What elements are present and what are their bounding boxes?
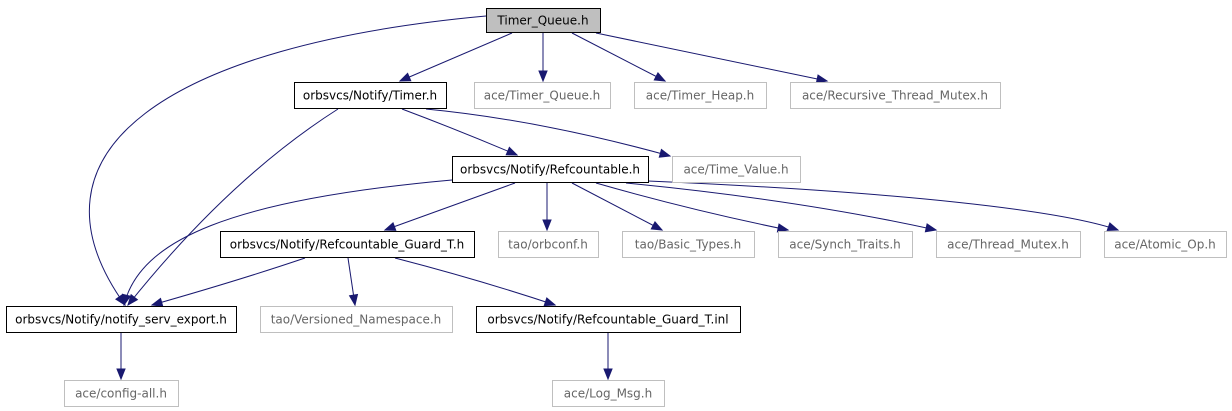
arrowhead-notify-refcountable-guard-t-h-to-notify-refcountable-guard-t-inl xyxy=(543,297,557,307)
node-label: ace/Synch_Traits.h xyxy=(789,238,900,252)
node-box xyxy=(790,82,1001,109)
node-box xyxy=(486,8,601,33)
node-label: ace/Timer_Heap.h xyxy=(646,89,754,103)
edge-notify-refcountable-h-to-tao-basic-types-h xyxy=(571,182,663,231)
edge-notify-timer-h-to-notify-serv-export-h xyxy=(127,108,339,306)
edge-timer-queue-h-to-notify-serv-export-h xyxy=(88,15,487,306)
arrowhead-notify-refcountable-h-to-ace-thread-mutex-h xyxy=(924,223,938,233)
edge-notify-timer-h-to-ace-time-value-h xyxy=(425,108,671,157)
arrowhead-notify-refcountable-h-to-notify-refcountable-guard-t-h xyxy=(383,221,397,231)
edge-timer-queue-h-to-notify-timer-h xyxy=(399,32,513,82)
node-label: ace/Atomic_Op.h xyxy=(1114,238,1216,252)
edge-notify-refcountable-h-to-notify-refcountable-guard-t-h xyxy=(384,182,516,231)
node-notify-refcountable-guard-t-inl[interactable]: orbsvcs/Notify/Refcountable_Guard_T.inl xyxy=(476,306,741,333)
node-label: orbsvcs/Notify/Timer.h xyxy=(303,89,437,103)
node-label: tao/Versioned_Namespace.h xyxy=(271,313,442,327)
node-label: orbsvcs/Notify/Refcountable_Guard_T.h xyxy=(230,238,465,252)
node-label: orbsvcs/Notify/Refcountable.h xyxy=(460,163,640,177)
node-notify-serv-export-h[interactable]: orbsvcs/Notify/notify_serv_export.h xyxy=(6,306,237,333)
node-ace-timer-queue-h: ace/Timer_Queue.h xyxy=(474,82,611,109)
node-box xyxy=(260,306,453,333)
node-ace-recursive-thread-mutex-h: ace/Recursive_Thread_Mutex.h xyxy=(790,82,1001,109)
node-ace-log-msg-h: ace/Log_Msg.h xyxy=(552,380,665,407)
arrowhead-notify-refcountable-guard-t-inl-to-ace-log-msg-h xyxy=(603,368,613,381)
edge-notify-refcountable-guard-t-h-to-notify-serv-export-h xyxy=(151,257,306,306)
node-label: ace/Time_Value.h xyxy=(683,163,788,177)
node-box xyxy=(294,82,447,109)
node-box xyxy=(220,231,475,258)
node-box xyxy=(452,156,649,183)
node-label: tao/Basic_Types.h xyxy=(635,238,741,252)
node-box xyxy=(672,156,801,183)
node-tao-basic-types-h: tao/Basic_Types.h xyxy=(622,231,755,258)
node-box xyxy=(476,306,741,333)
arrowhead-notify-refcountable-h-to-ace-atomic-op-h xyxy=(1106,222,1120,232)
edge-notify-refcountable-h-to-ace-thread-mutex-h xyxy=(625,182,937,231)
arrowhead-notify-refcountable-h-to-tao-basic-types-h xyxy=(650,220,664,231)
node-box xyxy=(6,306,237,333)
arrowhead-notify-refcountable-h-to-ace-synch-traits-h xyxy=(776,223,790,233)
arrowhead-notify-timer-h-to-ace-time-value-h xyxy=(658,148,672,158)
node-label: Timer_Queue.h xyxy=(496,14,588,28)
edge-notify-refcountable-h-to-notify-serv-export-h xyxy=(123,179,453,306)
node-tao-versioned-namespace-h: tao/Versioned_Namespace.h xyxy=(260,306,453,333)
node-label: tao/orbconf.h xyxy=(508,238,588,252)
node-box xyxy=(64,380,179,407)
edge-notify-refcountable-h-to-ace-atomic-op-h xyxy=(647,180,1119,231)
node-label: ace/config-all.h xyxy=(75,387,167,401)
arrowhead-notify-refcountable-h-to-notify-serv-export-h xyxy=(121,293,132,307)
node-notify-timer-h[interactable]: orbsvcs/Notify/Timer.h xyxy=(294,82,447,109)
arrowhead-notify-refcountable-guard-t-h-to-tao-versioned-namespace-h xyxy=(348,293,359,307)
nodes-layer: Timer_Queue.h orbsvcs/Notify/Timer.h ace/T… xyxy=(6,8,1227,407)
node-label: ace/Log_Msg.h xyxy=(564,387,652,401)
arrowhead-timer-queue-h-to-ace-timer-queue-h xyxy=(538,70,548,83)
node-timer-queue-h[interactable]: Timer_Queue.h xyxy=(486,8,601,33)
node-box xyxy=(634,82,767,109)
node-notify-refcountable-guard-t-h[interactable]: orbsvcs/Notify/Refcountable_Guard_T.h xyxy=(220,231,475,258)
node-box xyxy=(1104,231,1227,258)
node-box xyxy=(474,82,611,109)
node-label: ace/Recursive_Thread_Mutex.h xyxy=(802,89,988,103)
node-ace-time-value-h: ace/Time_Value.h xyxy=(672,156,801,183)
arrowhead-timer-queue-h-to-notify-timer-h xyxy=(398,72,412,82)
node-box xyxy=(622,231,755,258)
node-ace-thread-mutex-h: ace/Thread_Mutex.h xyxy=(936,231,1081,258)
node-ace-config-all-h: ace/config-all.h xyxy=(64,380,179,407)
arrowhead-notify-timer-h-to-notify-serv-export-h xyxy=(127,293,139,307)
arrowhead-timer-queue-h-to-ace-timer-heap-h xyxy=(653,71,667,82)
node-ace-timer-heap-h: ace/Timer_Heap.h xyxy=(634,82,767,109)
edge-timer-queue-h-to-ace-recursive-thread-mutex-h xyxy=(595,32,828,82)
node-box xyxy=(778,231,913,258)
node-box xyxy=(552,380,665,407)
arrowhead-notify-serv-export-h-to-ace-config-all-h xyxy=(116,368,126,381)
arrowhead-notify-refcountable-h-to-tao-orbconf-h xyxy=(542,219,552,232)
node-notify-refcountable-h[interactable]: orbsvcs/Notify/Refcountable.h xyxy=(452,156,649,183)
node-label: orbsvcs/Notify/Refcountable_Guard_T.inl xyxy=(487,313,728,327)
node-box xyxy=(498,231,599,258)
node-label: ace/Timer_Queue.h xyxy=(484,89,601,103)
node-label: orbsvcs/Notify/notify_serv_export.h xyxy=(15,313,227,327)
edge-notify-timer-h-to-notify-refcountable-h xyxy=(401,108,518,156)
edge-notify-refcountable-h-to-ace-synch-traits-h xyxy=(595,182,789,231)
arrowhead-notify-timer-h-to-notify-refcountable-h xyxy=(505,146,519,156)
arrowhead-timer-queue-h-to-ace-recursive-thread-mutex-h xyxy=(815,74,829,84)
node-ace-synch-traits-h: ace/Synch_Traits.h xyxy=(778,231,913,258)
node-label: ace/Thread_Mutex.h xyxy=(947,238,1069,252)
node-box xyxy=(936,231,1081,258)
edge-timer-queue-h-to-ace-timer-heap-h xyxy=(571,32,666,82)
edges-layer xyxy=(88,15,1120,381)
node-ace-atomic-op-h: ace/Atomic_Op.h xyxy=(1104,231,1227,258)
node-tao-orbconf-h: tao/orbconf.h xyxy=(498,231,599,258)
arrowhead-notify-refcountable-guard-t-h-to-notify-serv-export-h xyxy=(150,297,164,307)
edge-notify-refcountable-guard-t-h-to-notify-refcountable-guard-t-inl xyxy=(394,257,556,306)
